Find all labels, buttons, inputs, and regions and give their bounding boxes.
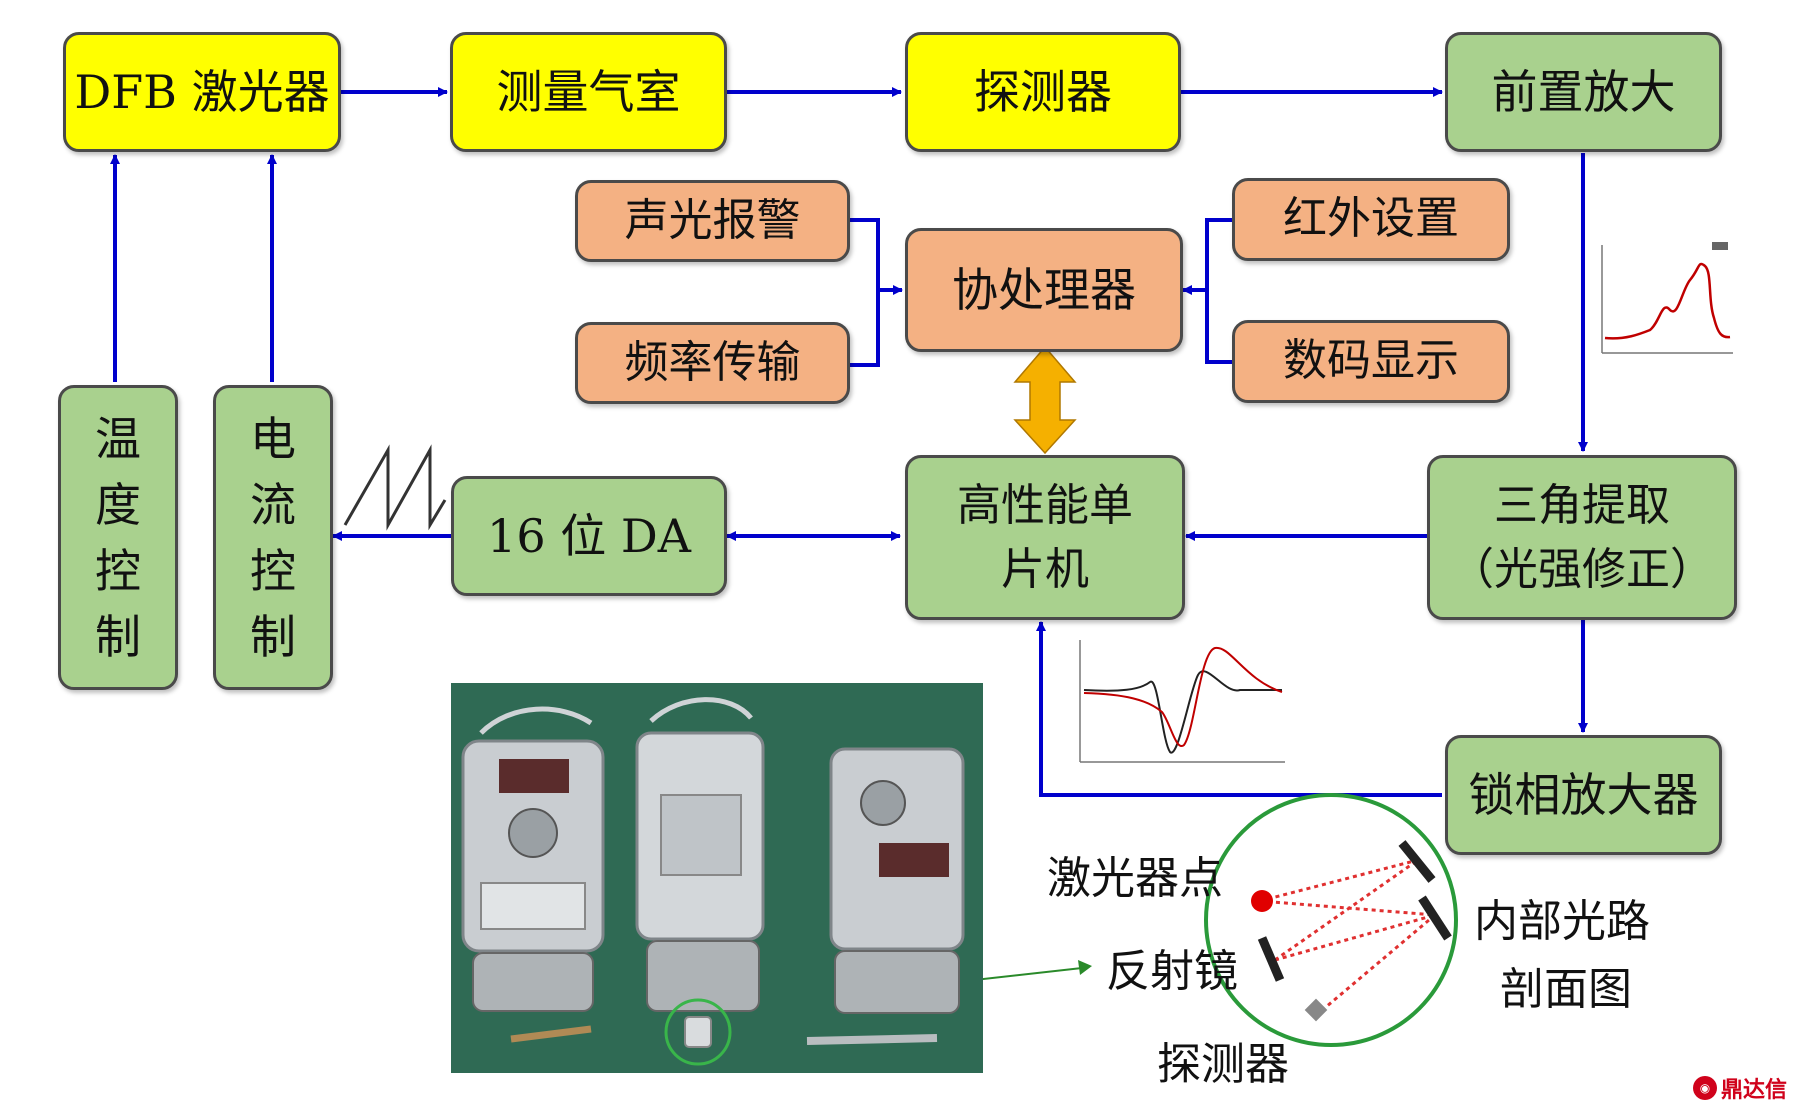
device-photo	[451, 683, 983, 1073]
arrow-alarm-to-coproc	[850, 218, 903, 295]
watermark-text: 鼎达信	[1720, 1078, 1787, 1103]
da16-box: 16 位 DA	[451, 476, 727, 596]
line-display-to-coproc	[1205, 290, 1232, 364]
alarm-label: 声光报警	[624, 194, 801, 246]
detector-marker	[1304, 998, 1328, 1022]
current-control-label: 电流控制	[250, 411, 296, 664]
section-label-line2: 剖面图	[1500, 964, 1632, 1015]
optical-detector-label: 探测器	[1157, 1039, 1289, 1090]
detector-label: 探测器	[974, 64, 1112, 119]
triangle-extract-box: 三角提取 （光强修正）	[1427, 455, 1737, 620]
mirror-right-bottom	[1418, 895, 1452, 941]
preamp-label: 前置放大	[1491, 64, 1676, 119]
watermark: ◉ 鼎达信	[1692, 1072, 1787, 1104]
mirror-right-top	[1398, 840, 1436, 883]
da16-label: 16 位 DA	[487, 508, 691, 563]
derivative-signal-plot	[1079, 640, 1285, 763]
triangle-label-line1: 三角提取	[1494, 479, 1670, 531]
coprocessor-box: 协处理器	[905, 228, 1183, 352]
mcu-label-line1: 高性能单	[957, 479, 1133, 531]
digital-display-box: 数码显示	[1232, 320, 1510, 403]
triangle-label-line2: （光强修正）	[1450, 543, 1714, 595]
dfb-laser-box: DFB 激光器	[63, 32, 341, 152]
laser-point-label: 激光器点	[1047, 853, 1223, 904]
digital-display-label: 数码显示	[1283, 335, 1459, 387]
temp-control-label: 温度控制	[95, 411, 141, 664]
coprocessor-label: 协处理器	[952, 262, 1136, 317]
section-label-line1: 内部光路	[1474, 896, 1650, 947]
laser-point-dot	[1251, 890, 1273, 912]
temp-control-box: 温度控制	[58, 385, 178, 690]
arrow-lockin-to-mcu	[1036, 621, 1442, 797]
gas-cell-box: 测量气室	[450, 32, 727, 152]
mirror-label: 反射镜	[1106, 946, 1238, 997]
sawtooth-waveform	[343, 444, 447, 531]
line-freq-to-coproc	[850, 290, 880, 367]
alarm-box: 声光报警	[575, 180, 850, 262]
zoom-pointer-arrowhead	[1078, 960, 1092, 975]
lockin-label: 锁相放大器	[1468, 767, 1699, 822]
absorption-spectrum-plot	[1601, 242, 1733, 354]
lockin-amp-box: 锁相放大器	[1445, 735, 1722, 855]
freq-transmit-box: 频率传输	[575, 322, 850, 404]
infrared-box: 红外设置	[1232, 178, 1510, 261]
infrared-label: 红外设置	[1283, 193, 1459, 245]
mcu-label-line2: 片机	[1001, 543, 1089, 595]
mirror-left	[1257, 936, 1285, 982]
detector-part-highlight	[664, 998, 732, 1066]
mcu-box: 高性能单 片机	[905, 455, 1185, 620]
gas-cell-label: 测量气室	[496, 64, 681, 119]
freq-transmit-label: 频率传输	[624, 336, 801, 388]
dfb-laser-label: DFB 激光器	[74, 64, 330, 119]
internal-optical-path-section	[1204, 793, 1458, 1047]
arrow-infrared-to-coproc	[1182, 218, 1232, 295]
detector-box: 探测器	[905, 32, 1181, 152]
current-control-box: 电流控制	[213, 385, 333, 690]
watermark-logo-icon: ◉	[1692, 1076, 1717, 1100]
mcu-coprocessor-double-arrow	[1013, 345, 1077, 455]
preamp-box: 前置放大	[1445, 32, 1722, 152]
